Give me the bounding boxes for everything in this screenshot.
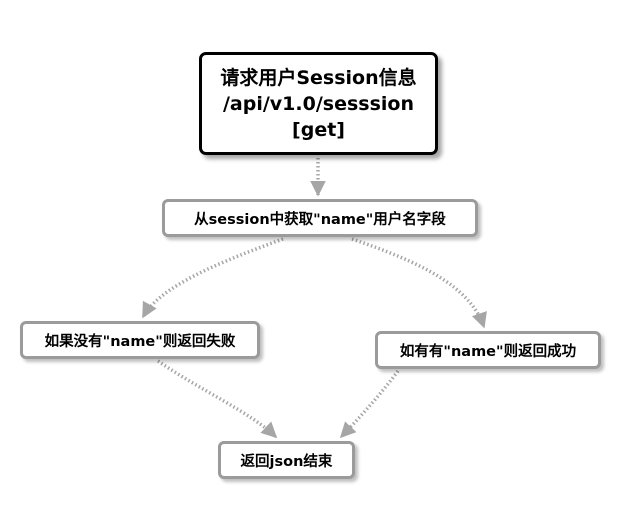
request-session-node: 请求用户Session信息 /api/v1.0/sesssion [get] xyxy=(199,52,438,155)
return-success-node: 如有有"name"则返回成功 xyxy=(375,331,601,369)
edge-fetch-to-success xyxy=(351,237,487,329)
return-failure-label: 如果没有"name"则返回失败 xyxy=(44,333,236,350)
get-name-field-label: 从session中获取"name"用户名字段 xyxy=(194,211,446,228)
return-json-end-node: 返回json结束 xyxy=(218,441,355,479)
return-failure-node: 如果没有"name"则返回失败 xyxy=(20,321,260,359)
edge-fail-to-end xyxy=(157,359,278,439)
return-json-end-label: 返回json结束 xyxy=(240,453,333,470)
edge-success-to-end xyxy=(339,369,400,439)
request-session-title: 请求用户Session信息 xyxy=(220,66,417,89)
request-session-endpoint: /api/v1.0/sesssion xyxy=(222,92,414,115)
edge-fetch-to-fail xyxy=(141,237,284,319)
get-name-field-node: 从session中获取"name"用户名字段 xyxy=(162,199,478,237)
request-session-method: [get] xyxy=(292,118,345,141)
return-success-label: 如有有"name"则返回成功 xyxy=(399,343,577,360)
